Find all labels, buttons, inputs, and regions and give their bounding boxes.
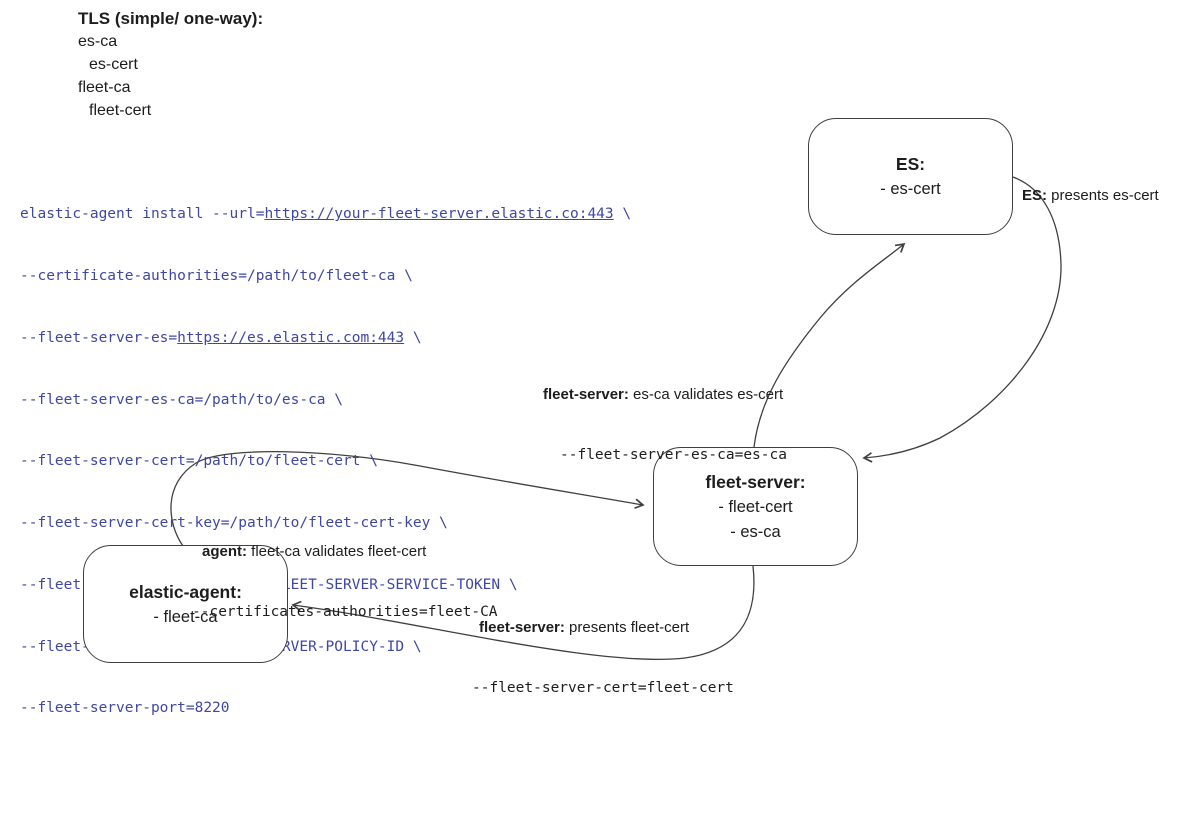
command-line-3: --fleet-server-es=https://es.elastic.com… — [20, 328, 631, 349]
node-fleet-server: fleet-server: - fleet-cert - es-ca — [653, 447, 858, 566]
label-fleet-presents-text: fleet-server: presents fleet-cert — [479, 618, 734, 638]
node-elastic-agent-title: elastic-agent: — [129, 581, 242, 602]
es-url-link[interactable]: https://es.elastic.com:443 — [177, 329, 405, 346]
arrow-fleet-validates-es-cert — [753, 242, 906, 448]
label-es-presents-rest: presents es-cert — [1047, 187, 1159, 204]
tls-legend: TLS (simple/ one-way): es-ca es-cert fle… — [78, 7, 263, 122]
command-line-6: --fleet-server-cert-key=/path/to/fleet-c… — [20, 515, 448, 532]
label-fleet-validates-text: fleet-server: es-ca validates es-cert — [543, 385, 787, 405]
label-fleet-presents-bold: fleet-server: — [479, 619, 565, 636]
node-es-cert-line: - es-cert — [880, 180, 941, 198]
arrow-agent-validates-fleet-cert — [170, 451, 645, 547]
node-es-title: ES: — [895, 154, 926, 174]
arrow-es-presents-es-cert — [862, 176, 1062, 463]
command-line-5: --fleet-server-cert=/path/to/fleet-cert … — [20, 453, 378, 470]
command-line-3-suffix: \ — [404, 329, 422, 346]
command-line-9: --fleet-server-port=8220 — [20, 700, 230, 717]
node-elastic-agent-ca-line: - fleet-ca — [153, 607, 218, 626]
legend-item-fleet-ca: fleet-ca — [78, 79, 131, 96]
arrow-fleet-presents-fleet-cert — [291, 565, 755, 661]
command-line-3-prefix: --fleet-server-es= — [20, 329, 178, 346]
legend-title: TLS (simple/ one-way): — [78, 9, 264, 28]
node-fleet-server-title: fleet-server: — [705, 471, 806, 492]
label-agent-validates-fleet-cert: agent: fleet-ca validates fleet-cert --c… — [192, 502, 498, 662]
node-elastic-agent: elastic-agent: - fleet-ca — [83, 545, 288, 663]
legend-item-es-ca: es-ca — [78, 33, 118, 50]
label-fleet-validates-es-cert: fleet-server: es-ca validates es-cert --… — [543, 345, 787, 505]
label-fleet-presents-rest: presents fleet-cert — [564, 619, 690, 636]
label-es-presents-es-cert: ES: presents es-cert — [1022, 146, 1159, 246]
node-es: ES: - es-cert — [808, 118, 1013, 235]
node-fleet-server-ca-line: - es-ca — [730, 522, 781, 541]
label-fleet-validates-rest: es-ca validates es-cert — [628, 386, 784, 403]
command-line-4: --fleet-server-es-ca=/path/to/es-ca \ — [20, 391, 344, 408]
command-line-1-prefix: elastic-agent install --url= — [20, 206, 265, 223]
label-agent-validates-bold: agent: — [202, 543, 247, 560]
label-fleet-validates-flag: --fleet-server-es-ca=es-ca — [560, 447, 787, 463]
legend-item-es-cert: es-cert — [89, 56, 138, 73]
fleet-server-url-link[interactable]: https://your-fleet-server.elastic.co:443 — [264, 206, 614, 223]
label-fleet-presents-flag: --fleet-server-cert=fleet-cert — [472, 680, 734, 696]
command-line-1-suffix: \ — [613, 206, 632, 223]
label-agent-validates-rest: fleet-ca validates fleet-cert — [247, 543, 427, 560]
command-line-2: --certificate-authorities=/path/to/fleet… — [20, 267, 413, 284]
command-line-1: elastic-agent install --url=https://your… — [20, 204, 631, 225]
node-fleet-server-cert-line: - fleet-cert — [718, 497, 793, 516]
legend-item-fleet-cert: fleet-cert — [89, 102, 152, 119]
label-fleet-presents-fleet-cert: fleet-server: presents fleet-cert --flee… — [472, 578, 734, 738]
label-agent-validates-text: agent: fleet-ca validates fleet-cert — [202, 542, 498, 562]
label-agent-validates-flag: --certificates-authorities=fleet-CA — [192, 604, 498, 620]
label-es-presents-bold: ES: — [1022, 187, 1048, 204]
label-fleet-validates-bold: fleet-server: — [543, 386, 629, 403]
label-es-presents-text: ES: presents es-cert — [1022, 186, 1159, 206]
